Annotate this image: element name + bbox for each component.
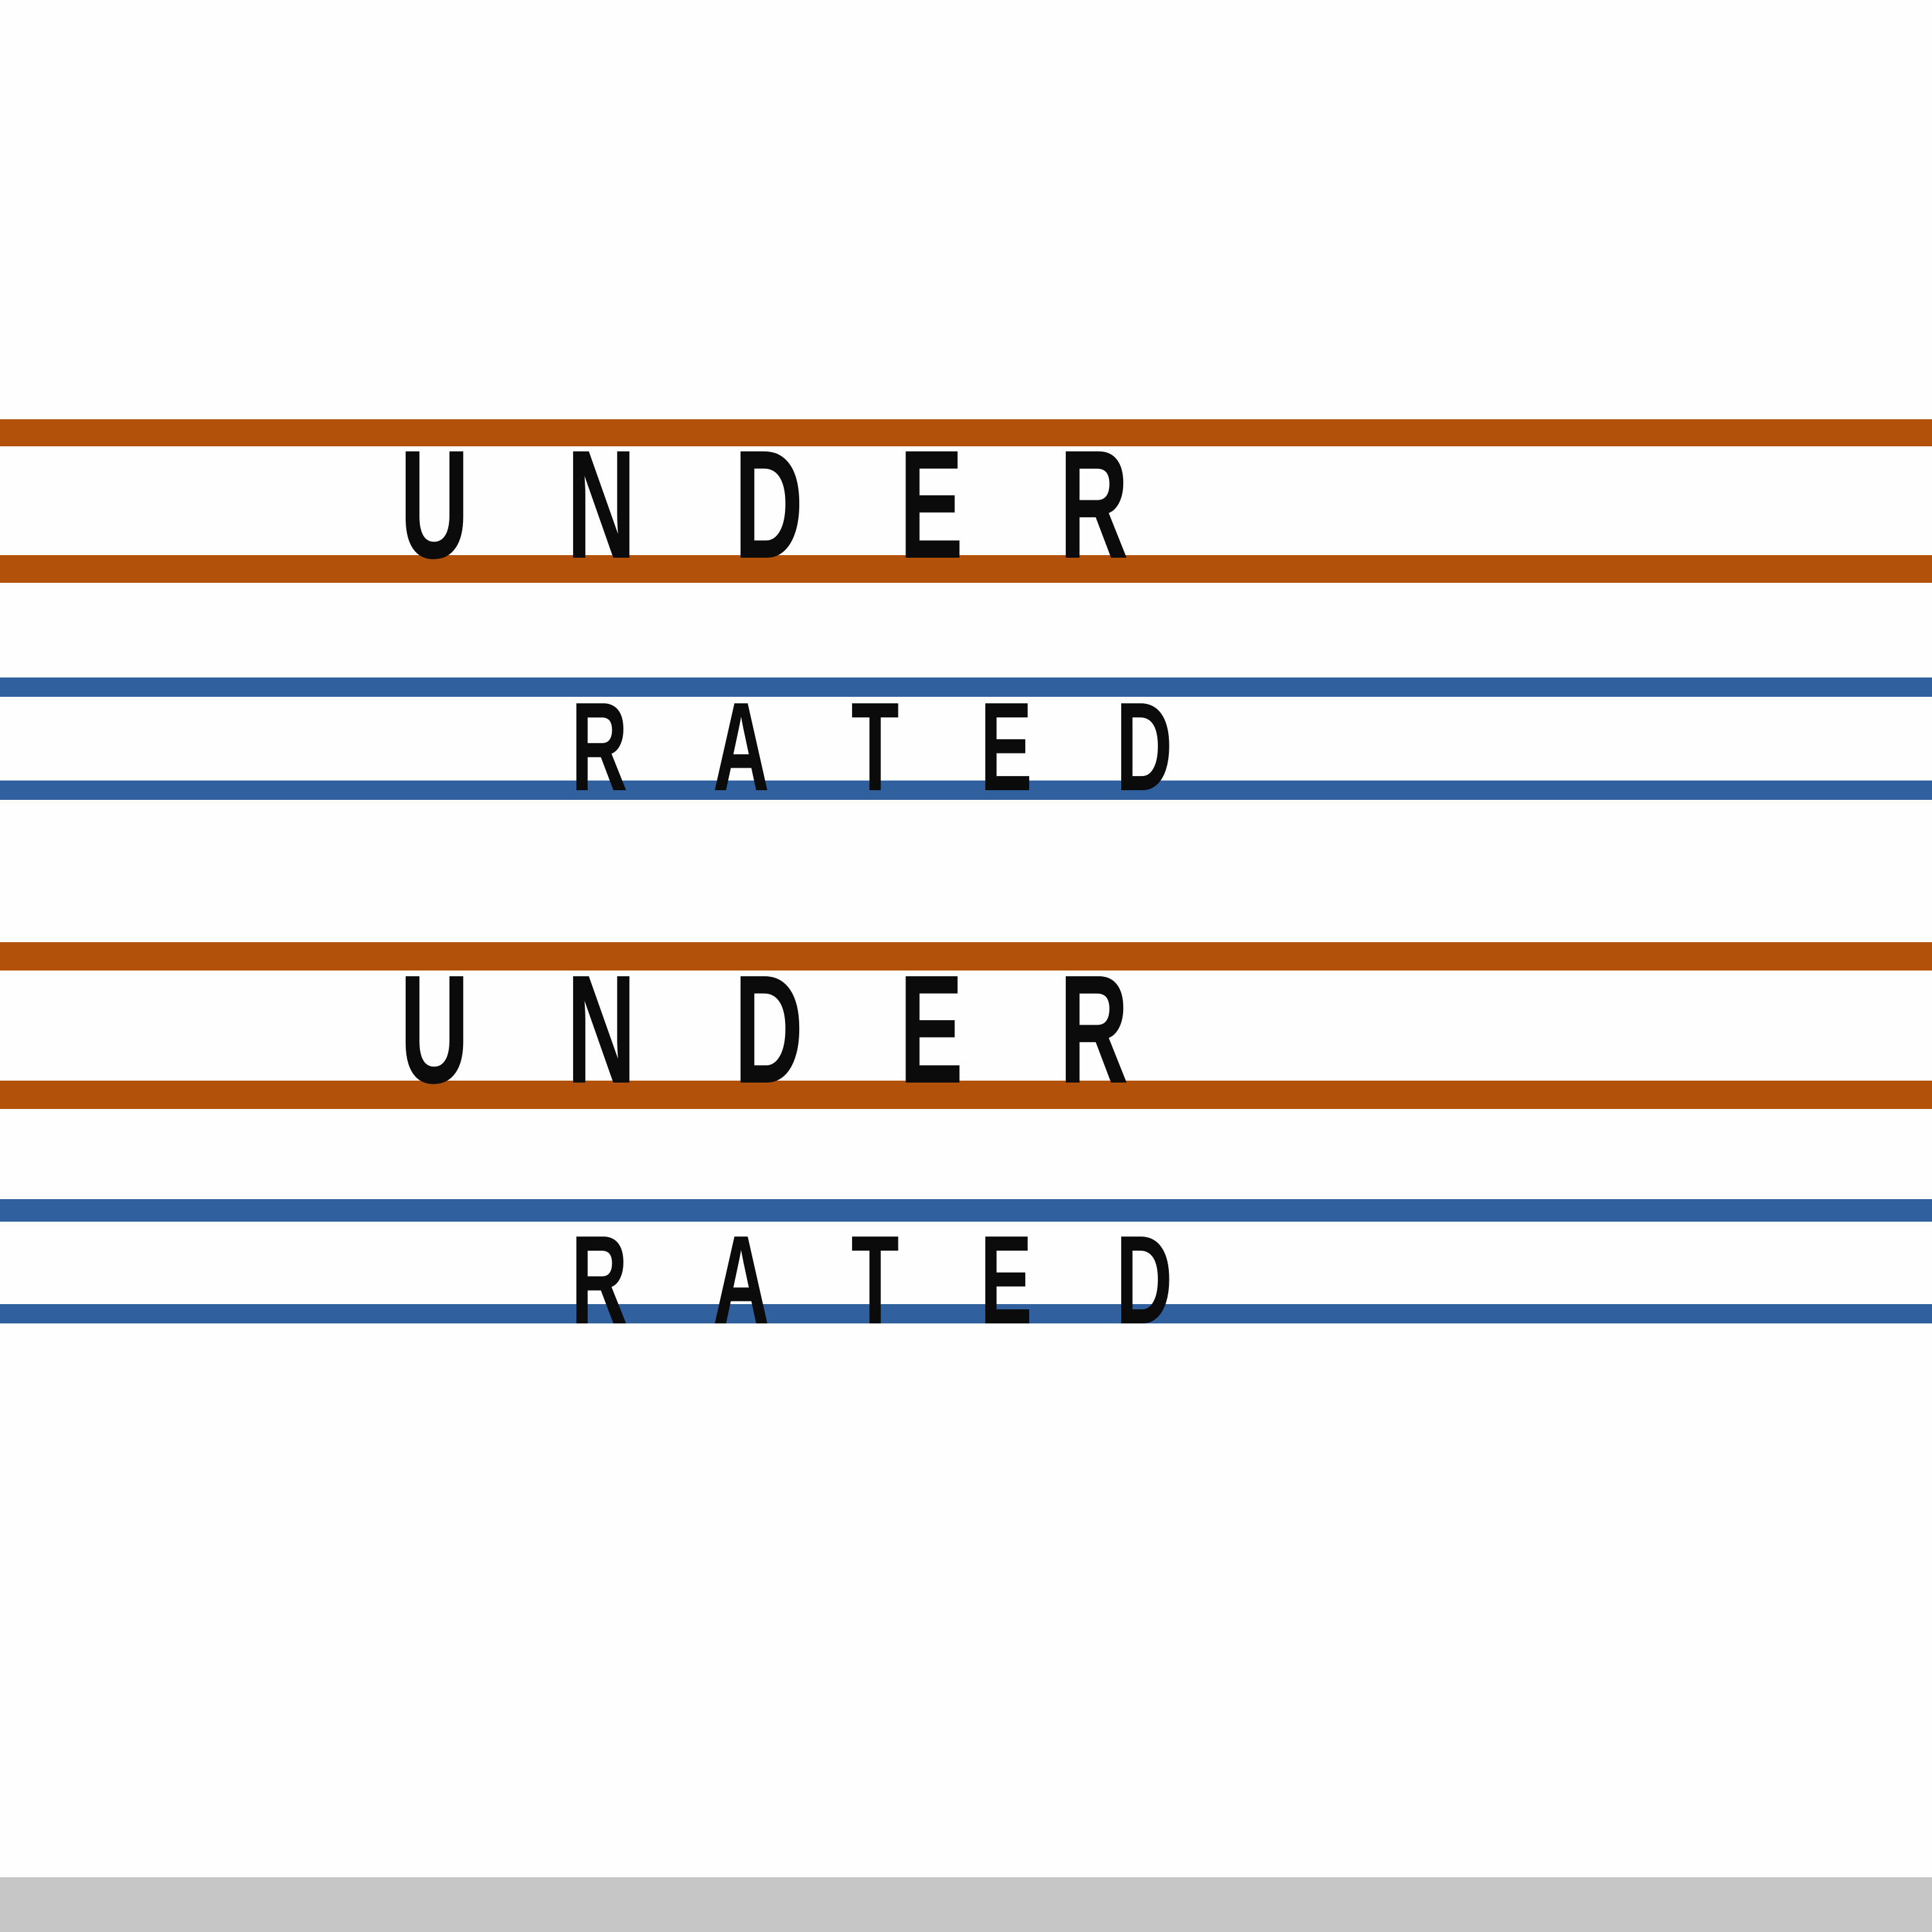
- letter-u: U: [399, 418, 469, 591]
- orange-rule-1: [0, 419, 1932, 446]
- letter-e: E: [899, 418, 963, 591]
- letter-t: T: [851, 1209, 900, 1350]
- letter-r: R: [1059, 418, 1129, 591]
- letter-d: D: [734, 943, 804, 1115]
- orange-rule-3: [0, 942, 1932, 971]
- letter-d: D: [734, 418, 804, 591]
- bottom-bar: [0, 1877, 1932, 1932]
- letter-r: R: [1059, 943, 1129, 1115]
- blue-rule-2: [0, 781, 1932, 800]
- blue-rule-1: [0, 677, 1932, 697]
- letter-d: D: [1115, 1209, 1173, 1350]
- letter-t: T: [851, 676, 900, 817]
- orange-rule-4: [0, 1081, 1932, 1109]
- letter-e: E: [980, 1209, 1032, 1350]
- blue-rule-3: [0, 1199, 1932, 1222]
- letter-u: U: [399, 943, 469, 1115]
- letter-a: A: [712, 676, 770, 817]
- blue-rule-4: [0, 1304, 1932, 1323]
- letter-d: D: [1115, 676, 1173, 817]
- letter-a: A: [712, 1209, 770, 1350]
- letter-e: E: [899, 943, 963, 1115]
- letter-e: E: [980, 676, 1032, 817]
- letter-n: N: [567, 943, 636, 1115]
- letter-r: R: [571, 676, 628, 817]
- letter-r: R: [571, 1209, 628, 1350]
- letter-n: N: [567, 418, 636, 591]
- orange-rule-2: [0, 555, 1932, 583]
